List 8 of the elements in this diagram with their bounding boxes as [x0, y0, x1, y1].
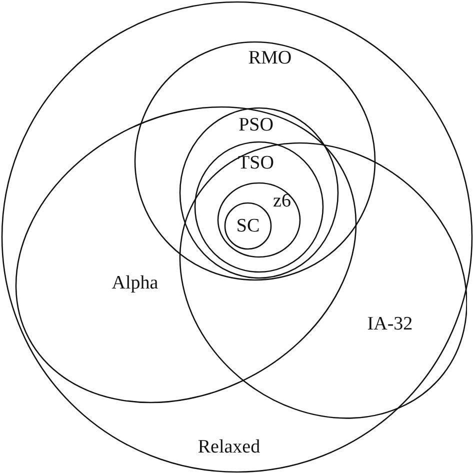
set-label: SC [236, 216, 260, 236]
set-label: z6 [273, 192, 291, 210]
set-label: IA-32 [367, 314, 413, 334]
set-label: Alpha [112, 273, 158, 292]
set-label: PSO [238, 116, 274, 134]
set-label: TSO [238, 154, 274, 172]
set-label: RMO [248, 48, 292, 68]
set-label: Relaxed [198, 438, 260, 456]
